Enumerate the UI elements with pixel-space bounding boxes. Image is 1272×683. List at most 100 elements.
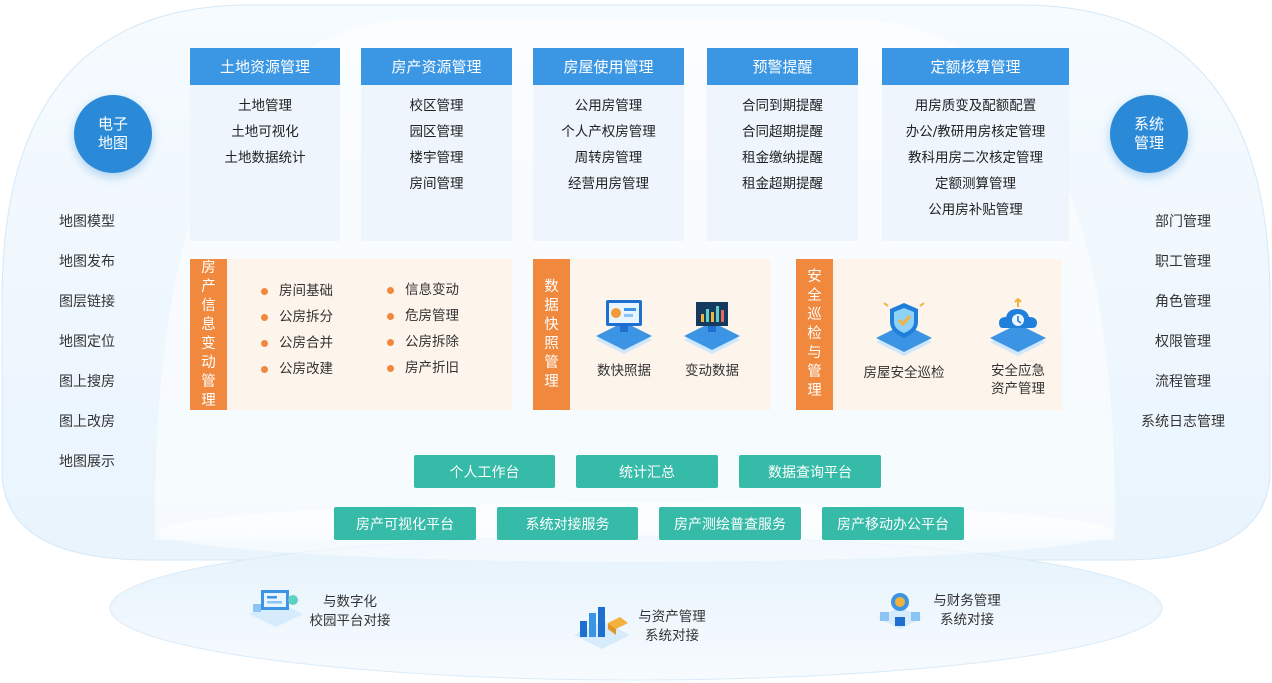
module-item[interactable]: 个人产权房管理 (561, 124, 656, 140)
list-item-label: 房间基础 (279, 283, 333, 299)
platform-system-integration[interactable]: 系统对接服务 (497, 507, 638, 540)
feature-house-safety-inspection[interactable]: 房屋安全巡检 (856, 300, 952, 382)
module-item[interactable]: 合同到期提醒 (742, 98, 823, 114)
module-quota-accounting: 定额核算管理 用房质变及配额配置 办公/教研用房核定管理 教科用房二次核定管理 … (882, 48, 1069, 241)
module-item[interactable]: 用房质变及配额配置 (914, 98, 1037, 114)
map-feature-item[interactable]: 地图发布 (59, 254, 115, 270)
electronic-map-label: 电子 地图 (97, 115, 128, 152)
module-item[interactable]: 教科用房二次核定管理 (908, 150, 1043, 166)
feature-label: 安全应急 资产管理 (991, 363, 1045, 397)
list-item[interactable]: 房产折旧 (387, 358, 459, 384)
platform-property-visualization[interactable]: 房产可视化平台 (334, 507, 476, 540)
data-screen-icon (684, 302, 740, 354)
module-title[interactable]: 预警提醒 (707, 48, 858, 85)
module-item[interactable]: 公用房管理 (574, 98, 643, 114)
list-item[interactable]: 信息变动 (387, 280, 459, 306)
module-item[interactable]: 定额测算管理 (935, 176, 1016, 192)
bullet-dot (387, 339, 394, 346)
module-item[interactable]: 租金超期提醒 (742, 176, 823, 192)
feature-label: 数快照据 (597, 363, 651, 379)
list-item[interactable]: 房间基础 (261, 281, 333, 307)
bullet-dot (261, 314, 268, 321)
integration-label: 与资产管理 系统对接 (638, 609, 706, 644)
system-feature-item[interactable]: 流程管理 (1155, 374, 1211, 390)
module-item[interactable]: 房间管理 (409, 176, 464, 192)
module-title[interactable]: 土地资源管理 (190, 48, 340, 85)
asset-system-icon (574, 607, 630, 649)
module-title[interactable]: 房屋使用管理 (533, 48, 684, 85)
map-feature-list: 地图模型 地图发布 图层链接 地图定位 图上搜房 图上改房 地图展示 (32, 202, 142, 482)
module-title[interactable]: 房产资源管理 (361, 48, 512, 85)
list-item[interactable]: 公房合并 (261, 333, 333, 359)
panel-title[interactable]: 安全巡检与管理 (796, 259, 833, 410)
finance-system-icon (878, 593, 922, 629)
module-property-resources: 房产资源管理 校区管理 园区管理 楼宇管理 房间管理 (361, 48, 512, 241)
feature-label: 变动数据 (685, 363, 739, 379)
system-management-circle[interactable]: 系统 管理 (1110, 95, 1188, 173)
cloud-emergency-icon (990, 298, 1046, 356)
list-item-label: 信息变动 (405, 282, 459, 298)
module-item[interactable]: 周转房管理 (574, 150, 643, 166)
list-item-label: 房产折旧 (405, 360, 459, 376)
system-feature-item[interactable]: 部门管理 (1155, 214, 1211, 230)
system-feature-item[interactable]: 角色管理 (1155, 294, 1211, 310)
module-item[interactable]: 土地管理 (238, 98, 292, 114)
module-item[interactable]: 楼宇管理 (409, 150, 464, 166)
map-feature-item[interactable]: 图上改房 (59, 414, 115, 430)
panel-data-snapshot: 数据快照管理 (533, 259, 771, 410)
integration-asset-system[interactable]: 与资产管理 系统对接 (630, 608, 714, 646)
property-change-list-right: 信息变动 危房管理 公房拆除 房产折旧 (387, 280, 459, 384)
shield-inspection-icon (876, 300, 932, 356)
list-item[interactable]: 公房拆分 (261, 307, 333, 333)
module-item[interactable]: 租金缴纳提醒 (742, 150, 823, 166)
map-feature-item[interactable]: 地图定位 (59, 334, 115, 350)
list-item-label: 公房合并 (279, 335, 333, 351)
module-item[interactable]: 园区管理 (409, 124, 464, 140)
list-item[interactable]: 公房拆除 (387, 332, 459, 358)
integration-label: 与财务管理 系统对接 (933, 593, 1001, 628)
list-item-label: 公房改建 (279, 361, 333, 377)
electronic-map-circle[interactable]: 电子 地图 (74, 95, 152, 173)
bullet-dot (261, 288, 268, 295)
platform-personal-workbench[interactable]: 个人工作台 (414, 455, 555, 488)
module-item[interactable]: 办公/教研用房核定管理 (905, 124, 1046, 140)
module-land-resources: 土地资源管理 土地管理 土地可视化 土地数据统计 (190, 48, 340, 241)
system-feature-item[interactable]: 系统日志管理 (1141, 414, 1225, 430)
integration-campus-platform[interactable]: 与数字化 校园平台对接 (300, 593, 400, 631)
map-feature-item[interactable]: 图层链接 (59, 294, 115, 310)
map-feature-item[interactable]: 图上搜房 (59, 374, 115, 390)
feature-snapshot-data[interactable]: 数快照据 (588, 296, 660, 380)
module-early-warning: 预警提醒 合同到期提醒 合同超期提醒 租金缴纳提醒 租金超期提醒 (707, 48, 858, 241)
feature-label: 房屋安全巡检 (863, 365, 945, 381)
system-feature-item[interactable]: 权限管理 (1155, 334, 1211, 350)
platform-data-query[interactable]: 数据查询平台 (739, 455, 881, 488)
integration-finance-system[interactable]: 与财务管理 系统对接 (924, 592, 1010, 630)
module-item[interactable]: 土地可视化 (231, 124, 299, 140)
list-item[interactable]: 危房管理 (387, 306, 459, 332)
list-item[interactable]: 公房改建 (261, 359, 333, 385)
platform-statistics[interactable]: 统计汇总 (576, 455, 718, 488)
bullet-dot (261, 340, 268, 347)
system-management-label: 系统 管理 (1133, 115, 1164, 152)
list-item-label: 公房拆分 (279, 309, 333, 325)
system-feature-list: 部门管理 职工管理 角色管理 权限管理 流程管理 系统日志管理 (1128, 202, 1238, 442)
module-item[interactable]: 经营用房管理 (568, 176, 649, 192)
map-feature-item[interactable]: 地图模型 (59, 214, 115, 230)
list-item-label: 危房管理 (405, 308, 459, 324)
module-item[interactable]: 合同超期提醒 (742, 124, 823, 140)
platform-survey-service[interactable]: 房产测绘普查服务 (659, 507, 801, 540)
module-item[interactable]: 公用房补贴管理 (928, 202, 1023, 218)
module-item[interactable]: 校区管理 (409, 98, 464, 114)
feature-changed-data[interactable]: 变动数据 (678, 296, 746, 380)
list-item-label: 公房拆除 (405, 334, 459, 350)
feature-emergency-asset[interactable]: 安全应急 资产管理 (978, 298, 1058, 398)
module-title[interactable]: 定额核算管理 (882, 48, 1069, 85)
platform-mobile-office[interactable]: 房产移动办公平台 (822, 507, 964, 540)
system-feature-item[interactable]: 职工管理 (1155, 254, 1211, 270)
module-item[interactable]: 土地数据统计 (224, 150, 306, 166)
map-feature-item[interactable]: 地图展示 (59, 454, 115, 470)
monitor-icon (596, 300, 652, 354)
panel-title[interactable]: 房产信息变动管理 (190, 259, 227, 410)
panel-title[interactable]: 数据快照管理 (533, 259, 570, 410)
bullet-dot (261, 366, 268, 373)
